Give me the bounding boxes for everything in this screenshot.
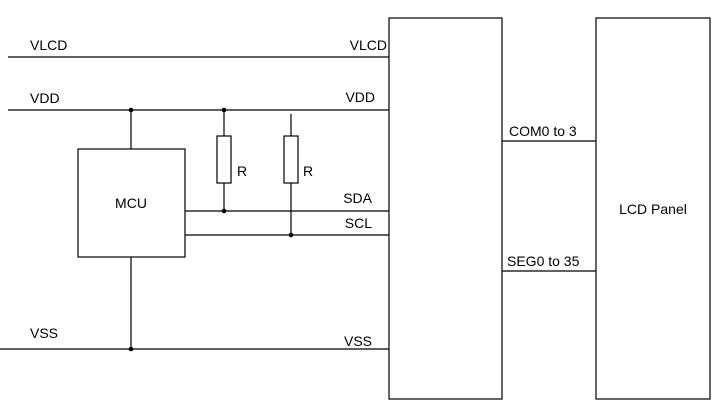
lcd-driver-block: [388, 17, 503, 400]
vdd-label-left: VDD: [30, 90, 60, 106]
pullup-resistor-sda: [216, 135, 232, 184]
lcd-panel-block: [595, 17, 711, 400]
junction-dot-scl-r2: [288, 232, 294, 238]
seg-label: SEG0 to 35: [507, 253, 580, 269]
mcu-label: MCU: [115, 195, 147, 211]
junction-dot-vdd-mcu: [128, 107, 134, 113]
scl-label: SCL: [345, 215, 372, 231]
junction-dot-sda-r1: [221, 208, 227, 214]
vlcd-label-left: VLCD: [30, 37, 67, 53]
junction-dot-vss-mcu: [128, 346, 134, 352]
vlcd-label-right: VLCD: [350, 37, 387, 53]
com-label: COM0 to 3: [509, 123, 577, 139]
sda-label: SDA: [343, 190, 372, 206]
resistor-label-2: R: [303, 163, 313, 179]
pullup-resistor-scl: [283, 135, 299, 184]
lcd-panel-label: LCD Panel: [619, 201, 687, 217]
mcu-block: [77, 148, 186, 258]
vdd-label-right: VDD: [345, 89, 375, 105]
vss-label-right: VSS: [344, 333, 372, 349]
resistor-label-1: R: [237, 163, 247, 179]
junction-dot-vdd-r1: [221, 107, 227, 113]
vss-label-left: VSS: [30, 325, 58, 341]
